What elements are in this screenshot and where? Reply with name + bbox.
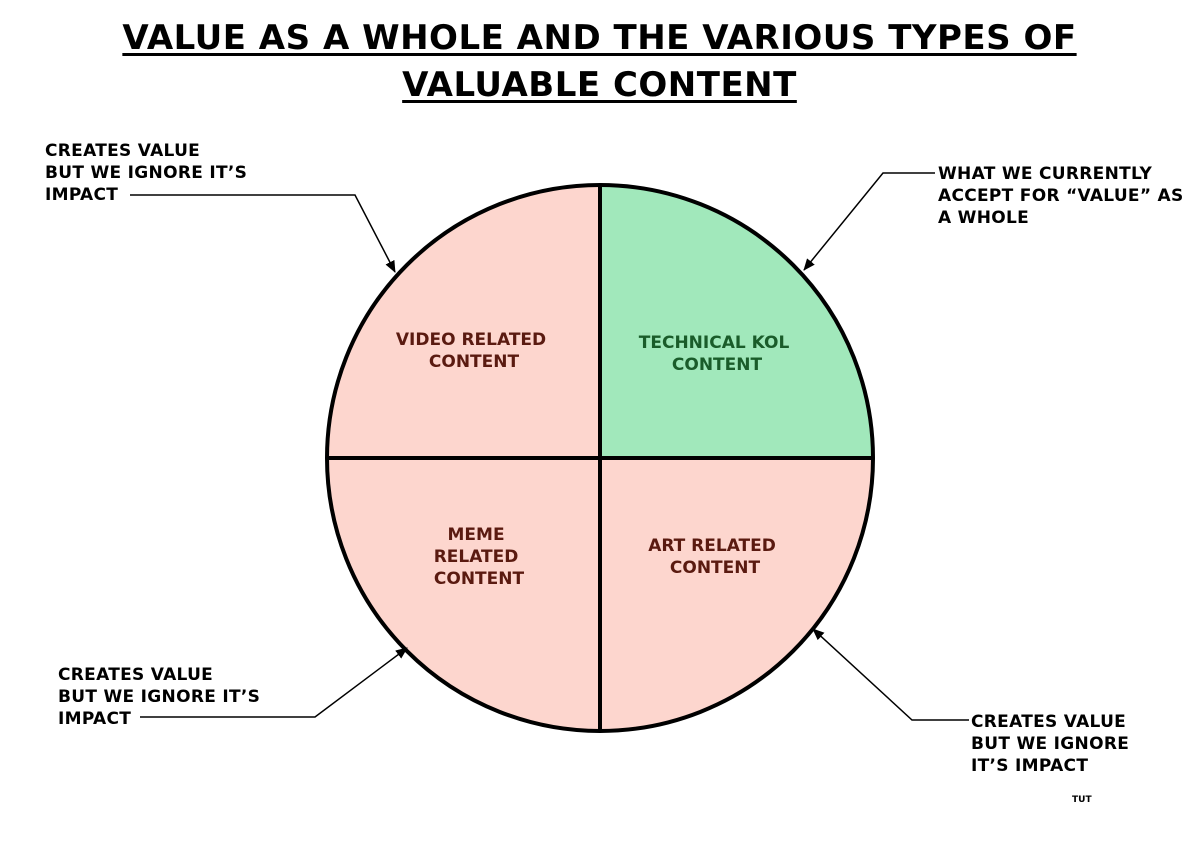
quadrant-top-left bbox=[327, 185, 600, 458]
annotation-bottom-right: CREATES VALUE BUT WE IGNORE IT’S IMPACT bbox=[971, 712, 1130, 776]
arrow-top-left bbox=[130, 194, 396, 273]
quadrant-label-top-right: TECHNICAL KOL CONTENT bbox=[639, 333, 795, 375]
arrow-top-right bbox=[803, 172, 935, 271]
quadrant-top-right bbox=[600, 185, 873, 458]
quadrant-label-top-left: VIDEO RELATED CONTENT bbox=[396, 330, 552, 372]
quadrant-bottom-left bbox=[327, 458, 600, 731]
footer-signature: TUT bbox=[1072, 795, 1092, 805]
quadrant-bottom-right bbox=[600, 458, 873, 731]
diagram-title-line-1: VALUE AS A WHOLE AND THE VARIOUS TYPES O… bbox=[122, 18, 1077, 58]
annotation-bottom-left: CREATES VALUE BUT WE IGNORE IT’S IMPACT bbox=[58, 665, 261, 729]
arrow-bottom-right bbox=[812, 628, 969, 721]
annotation-top-right: WHAT WE CURRENTLY ACCEPT FOR “VALUE” AS … bbox=[938, 164, 1184, 228]
arrow-bottom-left bbox=[140, 647, 408, 718]
quadrant-label-bottom-right: ART RELATED CONTENT bbox=[648, 536, 782, 578]
quadrant-label-bottom-left: MEME RELATED CONTENT bbox=[434, 525, 525, 589]
annotation-top-left: CREATES VALUE BUT WE IGNORE IT’S IMPACT bbox=[45, 141, 248, 205]
diagram-title-line-2: VALUABLE CONTENT bbox=[402, 65, 797, 105]
